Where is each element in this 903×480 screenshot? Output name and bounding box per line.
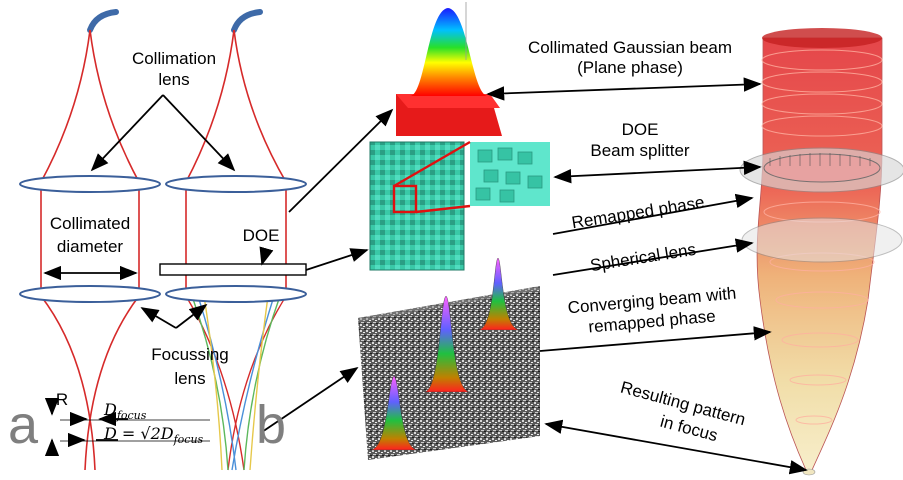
- r-label: R: [55, 390, 69, 409]
- source-b-icon: [231, 9, 263, 33]
- source-a-icon: [87, 9, 119, 33]
- beam-cone: [739, 28, 903, 476]
- panel-a-letter: a: [8, 395, 39, 455]
- right-arrows: [486, 77, 808, 475]
- collimated-label: Collimated: [49, 214, 131, 233]
- spherical-lens-disc: [741, 217, 903, 263]
- beam-a-rays: [40, 29, 140, 471]
- collimation-lens-a: [19, 175, 161, 193]
- gaussian-profile-plot: [396, 2, 502, 136]
- doe-image: [369, 140, 550, 271]
- gaussian-beam-label: Collimated Gaussian beam: [527, 38, 733, 57]
- collimation-lens-b: [165, 175, 307, 193]
- left-arrows: [43, 94, 274, 457]
- diameter-label: diameter: [56, 237, 124, 256]
- focal-pattern-plot: [358, 257, 540, 460]
- doe-left-label: DOE: [242, 226, 280, 245]
- d-equation-label: D = √2Dfocus: [104, 424, 204, 447]
- panel-b-letter: b: [256, 395, 287, 455]
- focussing-lens-label: lens: [174, 369, 206, 388]
- plane-phase-label: (Plane phase): [577, 58, 683, 77]
- collimation-lens-label: lens: [158, 70, 190, 89]
- doe-plate: [159, 263, 307, 276]
- connector-arrows: [261, 108, 394, 433]
- focussing-lens-a: [19, 285, 161, 303]
- beam-splitter-label: Beam splitter: [590, 141, 690, 160]
- d-focus-label: Dfocus: [104, 400, 147, 423]
- focussing-lens-b: [165, 285, 307, 303]
- focussing-label: Focussing: [151, 345, 229, 364]
- doe-right-label: DOE: [621, 120, 659, 139]
- collimation-label: Collimation: [131, 49, 217, 68]
